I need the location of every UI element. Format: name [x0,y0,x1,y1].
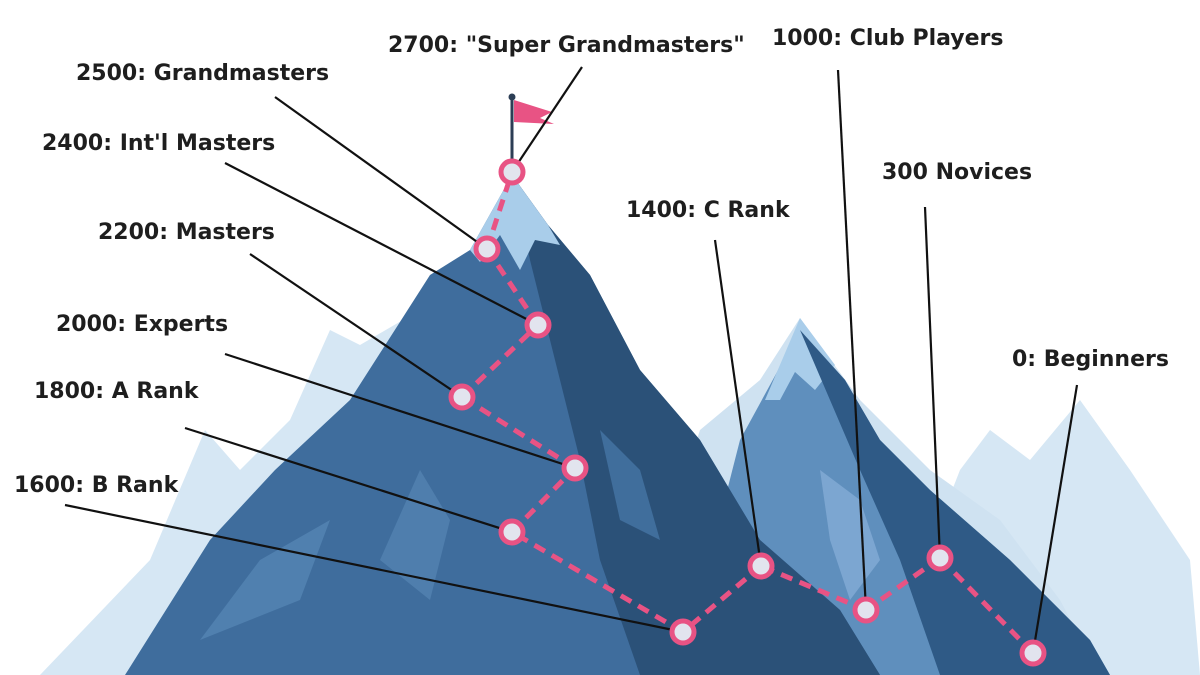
leader-line-club-players [836,69,868,611]
leader-line-a-rank [184,426,513,534]
leader-line-super-grandmasters [511,66,583,173]
summit-flag [508,93,554,165]
trail-segment [681,564,763,634]
trail-segment [460,394,577,471]
leader-line-b-rank [64,503,684,634]
trail-stop-super-grandmasters [498,158,526,186]
trail-stop-beginners [1019,639,1047,667]
trail-stop-grandmasters [473,235,501,263]
label-super-grandmasters: 2700: "Super Grandmasters" [388,33,745,58]
label-intl-masters: 2400: Int'l Masters [42,131,276,156]
label-c-rank: 1400: C Rank [626,198,790,223]
trail-stop-c-rank [747,552,775,580]
label-a-rank: 1800: A Rank [34,379,199,404]
trail-segment [510,466,577,534]
trail-stop-experts [561,454,589,482]
label-club-players: 1000: Club Players [772,26,1004,51]
leader-line-intl-masters [224,162,539,326]
leader-line-beginners [1031,384,1079,654]
trail-segment [864,555,942,613]
trail-stop-a-rank [498,518,526,546]
trail-segment [484,247,541,327]
label-experts: 2000: Experts [56,312,229,337]
trail-stop-intl-masters [524,311,552,339]
leader-line-experts [224,352,576,470]
trail-stop-b-rank [669,618,697,646]
label-grandmasters: 2500: Grandmasters [76,61,330,86]
trail-stop-novices [926,544,954,572]
leader-line-masters [249,253,463,398]
label-beginners: 0: Beginners [1012,347,1169,372]
trail-stops [448,158,1047,667]
leader-line-c-rank [713,239,763,567]
label-novices: 300 Novices [882,160,1033,185]
label-masters: 2200: Masters [98,220,275,245]
leader-line-grandmasters [274,96,488,250]
trail-segment [938,556,1035,655]
trail-segment [460,323,540,399]
leader-lines [64,66,1079,654]
trail-stop-masters [448,383,476,411]
trail-stop-club-players [852,596,880,624]
leader-line-novices [923,206,942,559]
label-b-rank: 1600: B Rank [14,473,179,498]
trail-segment [510,529,685,635]
